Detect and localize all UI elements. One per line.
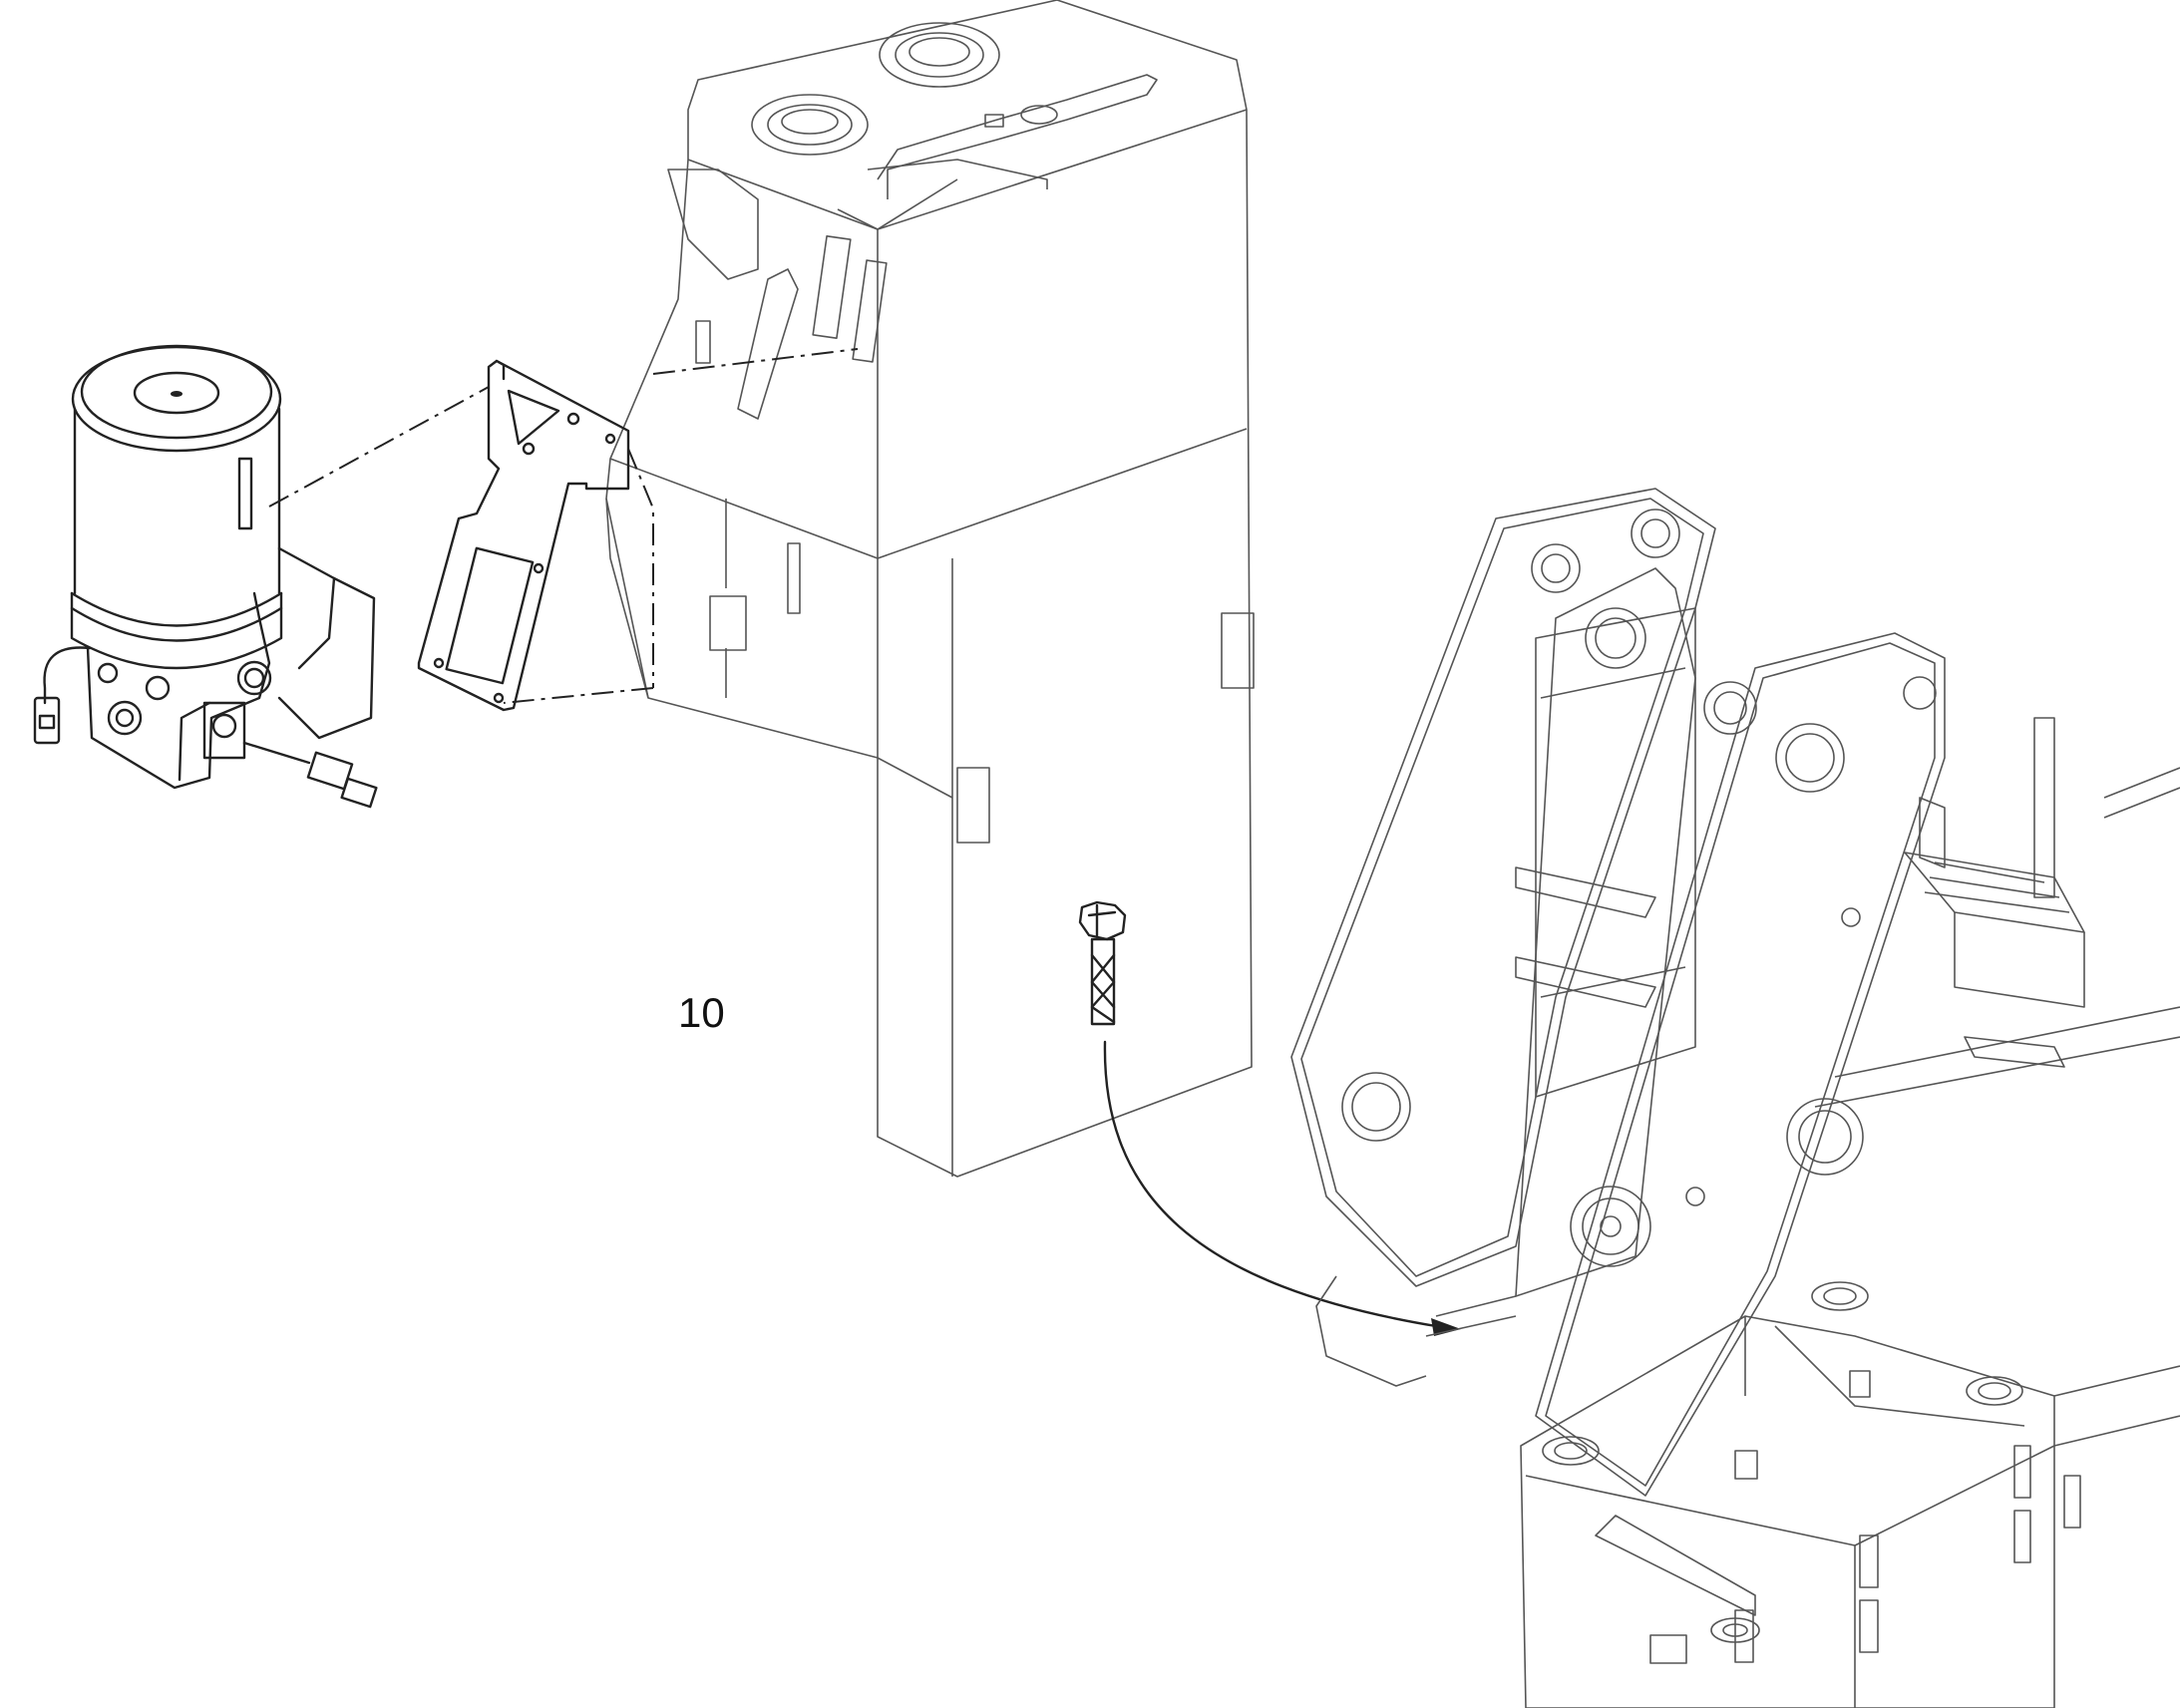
lubrication-pump-unit [33, 344, 378, 809]
arrow-head [1431, 1318, 1461, 1336]
grease-fitting-bolt [1078, 900, 1127, 1026]
filler-port-large [879, 22, 1000, 88]
filler-port-small [751, 94, 869, 156]
callout-10: 10 [678, 989, 725, 1036]
mounting-bracket [417, 359, 630, 712]
tank-assembly [605, 0, 1255, 1178]
installation-arrow [1103, 1040, 1438, 1328]
loader-frame [1290, 488, 2180, 1708]
alignment-lines [268, 348, 859, 704]
